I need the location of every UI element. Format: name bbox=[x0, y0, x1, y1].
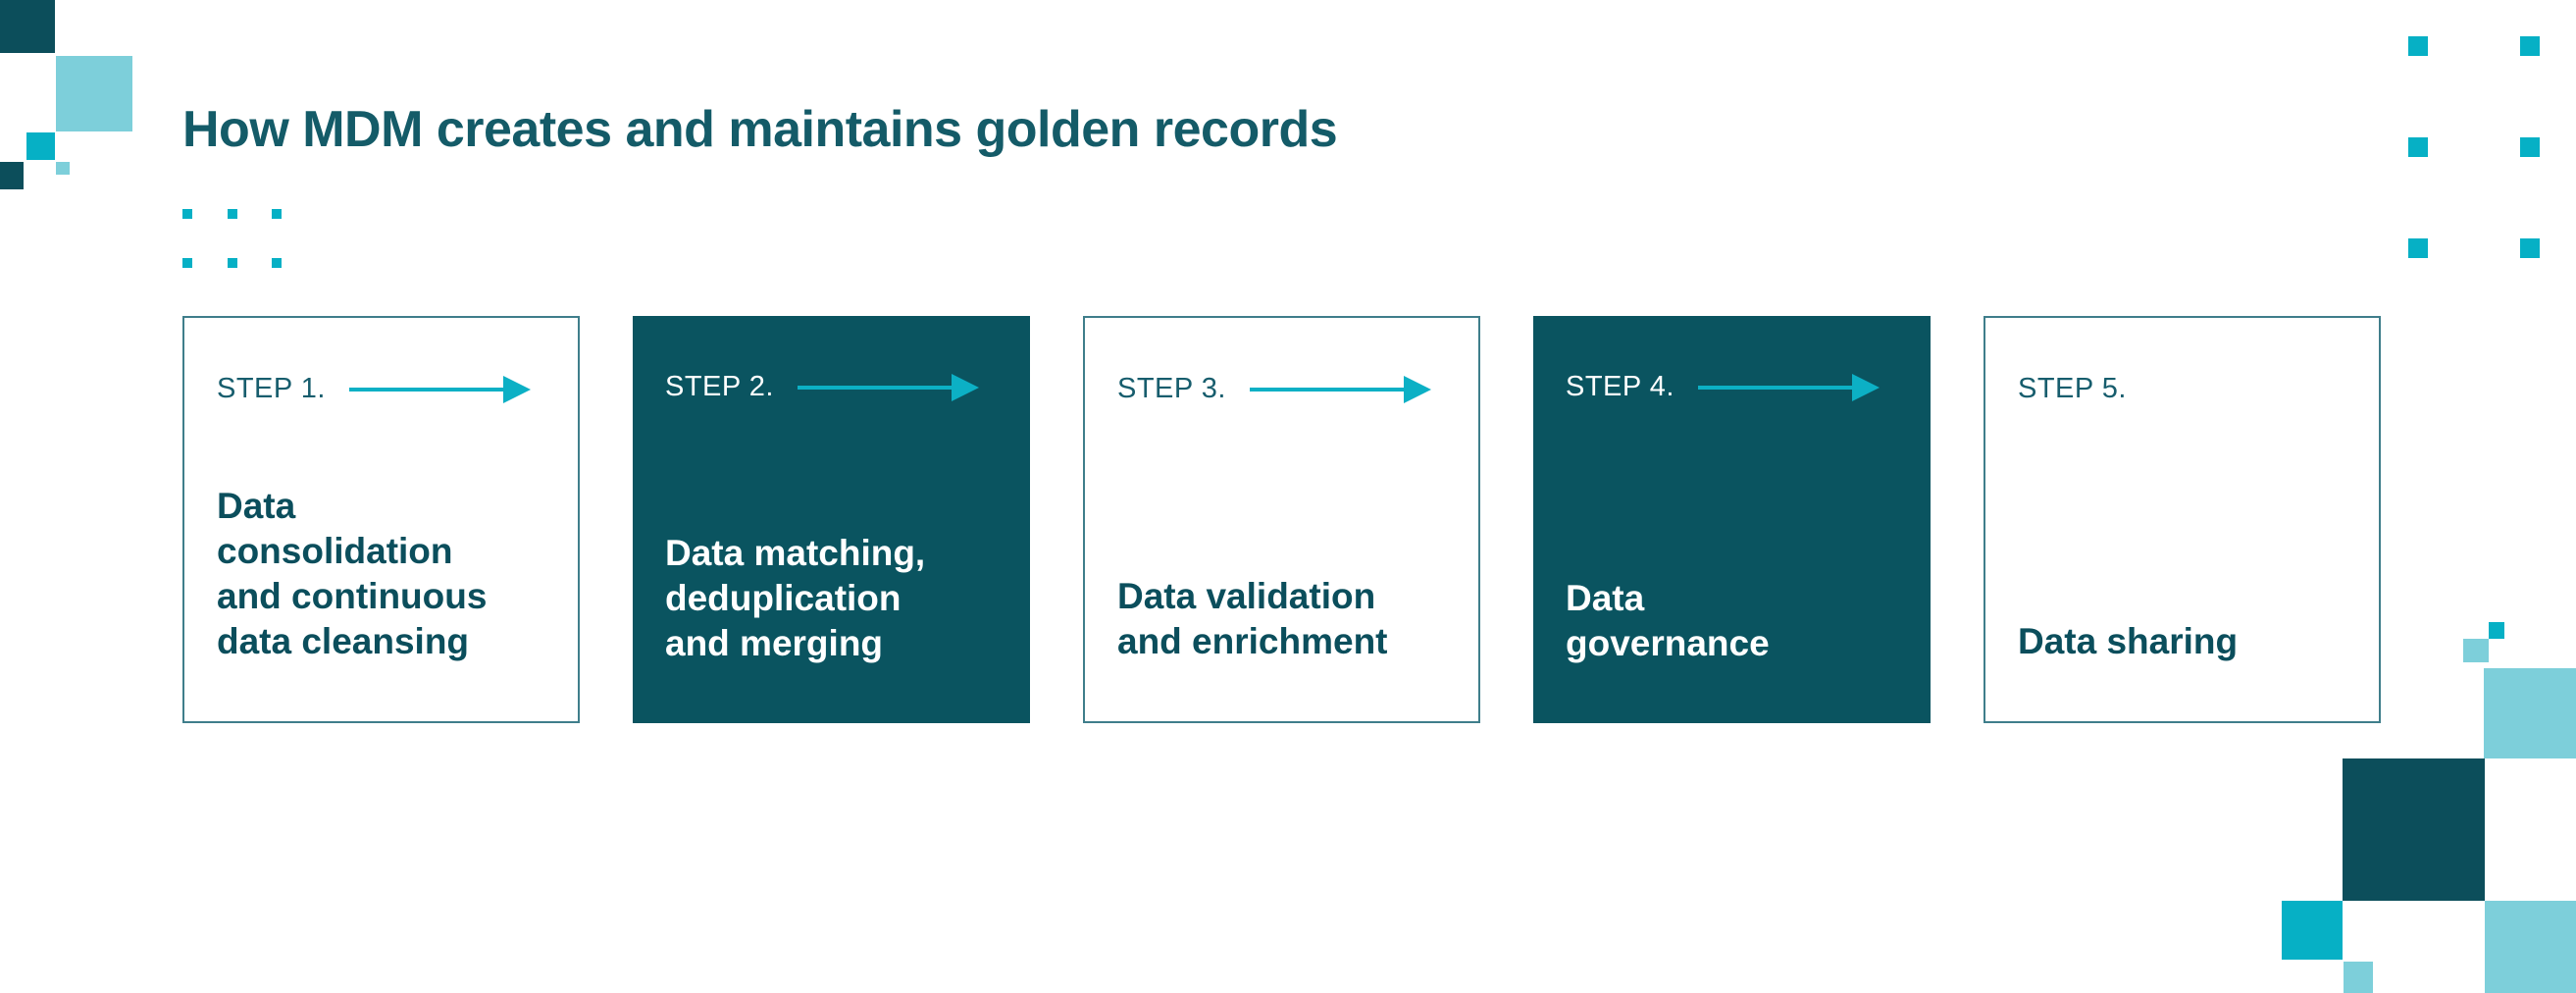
step-label: STEP 5. bbox=[2018, 373, 2127, 404]
step-label: STEP 1. bbox=[217, 373, 326, 404]
step-header: STEP 4. bbox=[1566, 371, 1917, 403]
dot-square-icon bbox=[272, 258, 282, 268]
decor-square-icon bbox=[2408, 137, 2428, 157]
step-title: Data validation and enrichment bbox=[1117, 574, 1461, 664]
step-title-line: deduplication bbox=[665, 578, 902, 618]
step-title-line: Data matching, bbox=[665, 533, 926, 573]
step-title-line: and enrichment bbox=[1117, 621, 1388, 661]
step-header: STEP 1. bbox=[217, 373, 564, 405]
step-title-line: Data bbox=[1566, 578, 1645, 618]
step-header: STEP 3. bbox=[1117, 373, 1465, 405]
decor-square-icon bbox=[56, 162, 70, 175]
step-header: STEP 5. bbox=[2018, 373, 2365, 405]
decor-square-icon bbox=[2485, 901, 2576, 993]
step-title-line: governance bbox=[1566, 623, 1770, 663]
step-card-3: STEP 3. Data validation and enrichment bbox=[1083, 316, 1480, 723]
decor-square-icon bbox=[26, 132, 55, 160]
step-title: Data consolidation and continuous data c… bbox=[217, 484, 560, 664]
step-card-4: STEP 4. Data governance bbox=[1533, 316, 1931, 723]
step-title-line: consolidation bbox=[217, 531, 453, 571]
step-card-1: STEP 1. Data consolidation and continuou… bbox=[182, 316, 580, 723]
right-arrow-icon bbox=[797, 373, 979, 401]
decor-square-icon bbox=[2463, 639, 2489, 662]
step-title-line: Data sharing bbox=[2018, 621, 2239, 661]
right-arrow-icon bbox=[348, 375, 531, 403]
dot-square-icon bbox=[182, 209, 192, 219]
step-card-2: STEP 2. Data matching, deduplication and… bbox=[633, 316, 1030, 723]
decor-square-icon bbox=[2520, 36, 2540, 56]
step-title-line: and continuous bbox=[217, 576, 488, 616]
decor-square-icon bbox=[2344, 962, 2373, 993]
dot-square-icon bbox=[228, 258, 237, 268]
step-title-line: Data bbox=[217, 486, 296, 526]
step-title: Data sharing bbox=[2018, 619, 2361, 664]
dot-square-icon bbox=[272, 209, 282, 219]
right-arrow-icon bbox=[1249, 375, 1431, 403]
step-title: Data matching, deduplication and merging bbox=[665, 531, 1012, 666]
decor-square-icon bbox=[0, 0, 55, 53]
decor-square-icon bbox=[2484, 668, 2576, 758]
step-label: STEP 4. bbox=[1566, 371, 1674, 402]
decor-square-icon bbox=[2520, 238, 2540, 258]
step-title-line: and merging bbox=[665, 623, 884, 663]
decor-square-icon bbox=[2520, 137, 2540, 157]
decor-square-icon bbox=[2343, 758, 2485, 901]
decor-square-icon bbox=[2282, 901, 2343, 960]
decor-square-icon bbox=[2489, 622, 2504, 639]
step-label: STEP 2. bbox=[665, 371, 774, 402]
step-title-line: Data validation bbox=[1117, 576, 1376, 616]
right-arrow-icon bbox=[1697, 373, 1880, 401]
step-title: Data governance bbox=[1566, 576, 1913, 666]
step-card-5: STEP 5. Data sharing bbox=[1984, 316, 2381, 723]
decor-square-icon bbox=[0, 162, 24, 189]
dot-square-icon bbox=[228, 209, 237, 219]
step-header: STEP 2. bbox=[665, 371, 1016, 403]
decor-square-icon bbox=[2408, 238, 2428, 258]
step-title-line: data cleansing bbox=[217, 621, 470, 661]
dot-square-icon bbox=[182, 258, 192, 268]
step-label: STEP 3. bbox=[1117, 373, 1226, 404]
decor-square-icon bbox=[56, 56, 132, 131]
decor-square-icon bbox=[2408, 36, 2428, 56]
page-title: How MDM creates and maintains golden rec… bbox=[182, 101, 1338, 158]
